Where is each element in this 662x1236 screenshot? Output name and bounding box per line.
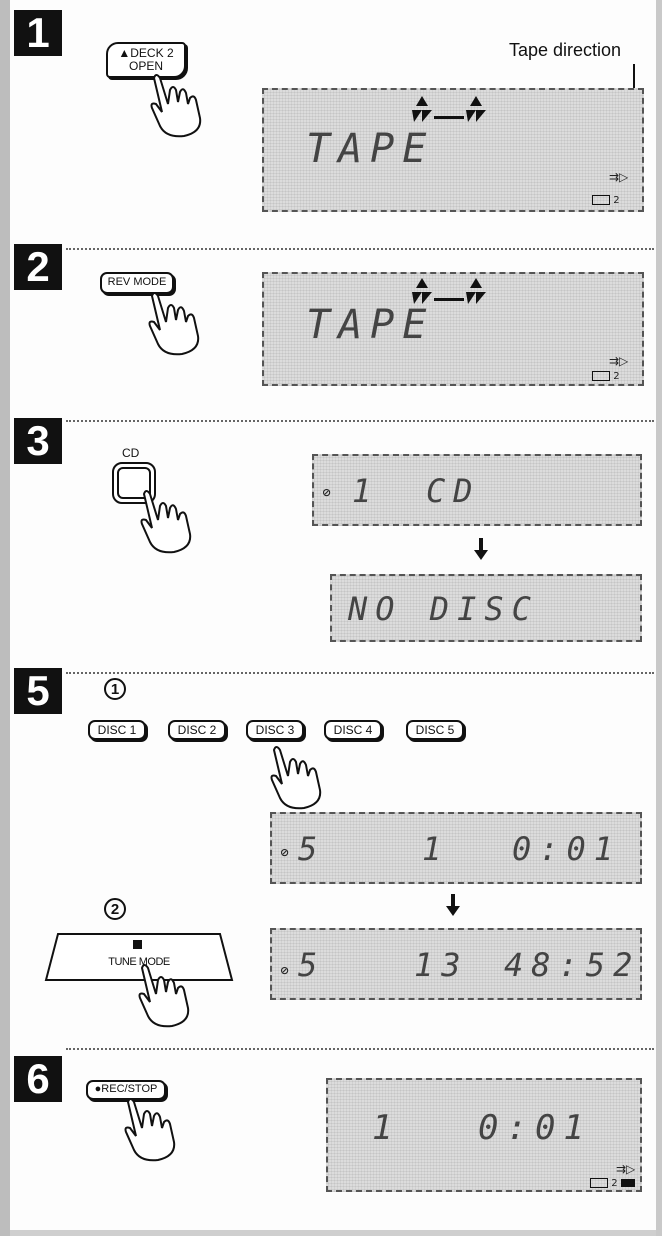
pressing-hand-icon bbox=[148, 292, 200, 356]
cassette-icon bbox=[592, 371, 610, 381]
display-step5-before: ⊘ 5 1 0:01 bbox=[270, 812, 642, 884]
deck2-open-label-line1: ▲DECK 2 bbox=[118, 47, 173, 60]
step-number-3: 3 bbox=[14, 418, 62, 464]
divider-1 bbox=[66, 248, 654, 250]
deck-number: 2 bbox=[613, 195, 620, 206]
deck-indicator: 2 bbox=[592, 195, 620, 206]
display-step5-after-time: 48:52 bbox=[504, 946, 641, 984]
step-number-5: 5 bbox=[14, 668, 62, 714]
disc-2-button[interactable]: DISC 2 bbox=[168, 720, 226, 740]
display-step3-cd: ⊘ 1 CD bbox=[312, 454, 642, 526]
display-step5-after-disc-number: 5 bbox=[298, 946, 326, 984]
substep-1-marker: 1 bbox=[104, 678, 126, 700]
divider-3 bbox=[66, 672, 654, 674]
rec-indicator-icon bbox=[620, 1179, 635, 1187]
direction-forward-indicator: ⇉▷ bbox=[616, 1162, 636, 1176]
tape-reels-icon bbox=[412, 96, 486, 122]
disc-4-button[interactable]: DISC 4 bbox=[324, 720, 382, 740]
eject-icon: ▲ bbox=[118, 46, 131, 61]
disc-icon: ⊘ bbox=[322, 486, 332, 499]
display-step6: 1 0:01 ⇉▷ 2 bbox=[326, 1078, 642, 1192]
cd-button[interactable] bbox=[112, 462, 156, 504]
tape-reels-icon bbox=[412, 278, 486, 304]
down-arrow-shaft bbox=[451, 894, 455, 908]
rev-mode-button[interactable]: REV MODE bbox=[100, 272, 174, 294]
disc-icon: ⊘ bbox=[280, 846, 290, 859]
deck2-open-button[interactable]: ▲DECK 2 OPEN bbox=[106, 42, 186, 78]
rec-stop-button[interactable]: ●REC/STOP bbox=[86, 1080, 166, 1100]
substep-2-marker: 2 bbox=[104, 898, 126, 920]
display-step3-nodisc-text: NO DISC bbox=[348, 590, 539, 628]
direction-forward-indicator: ⇉▷ bbox=[609, 170, 629, 184]
cd-button-label: CD bbox=[122, 446, 140, 460]
down-arrow-shaft bbox=[479, 538, 483, 552]
deck-indicator: 2 bbox=[592, 371, 620, 382]
display-step5-after-track: 13 bbox=[414, 946, 469, 984]
display-step5-after: ⊘ 5 13 48:52 bbox=[270, 928, 642, 1000]
display-step5-track: 1 bbox=[422, 830, 450, 868]
display-step1: TAPE ⇉▷ 2 bbox=[262, 88, 644, 212]
cassette-icon bbox=[592, 195, 610, 205]
pressing-hand-icon bbox=[270, 746, 322, 810]
down-arrow-icon bbox=[446, 906, 460, 916]
deck-number: 2 bbox=[613, 371, 620, 382]
display-step6-track: 1 bbox=[372, 1108, 401, 1148]
down-arrow-icon bbox=[474, 550, 488, 560]
deck2-label: DECK 2 bbox=[130, 46, 174, 61]
cd-button-inner bbox=[117, 467, 151, 499]
deck-number: 2 bbox=[611, 1178, 618, 1189]
cassette-icon bbox=[590, 1178, 608, 1188]
display-step5-disc-number: 5 bbox=[298, 830, 326, 868]
tune-mode-button[interactable] bbox=[44, 930, 234, 984]
step-number-1: 1 bbox=[14, 10, 62, 56]
display-step6-time: 0:01 bbox=[478, 1108, 592, 1148]
step-number-2: 2 bbox=[14, 244, 62, 290]
display-step2: TAPE ⇉▷ 2 bbox=[262, 272, 644, 386]
direction-forward-indicator: ⇉▷ bbox=[609, 354, 629, 368]
display-step2-text: TAPE bbox=[306, 302, 435, 348]
display-step5-time: 0:01 bbox=[512, 830, 622, 868]
divider-4 bbox=[66, 1048, 654, 1050]
pressing-hand-icon bbox=[140, 490, 192, 554]
pressing-hand-icon bbox=[150, 74, 202, 138]
deck2-open-label-line2: OPEN bbox=[128, 59, 163, 73]
step-number-6: 6 bbox=[14, 1056, 62, 1102]
divider-2 bbox=[66, 420, 654, 422]
tape-direction-label: Tape direction bbox=[509, 40, 622, 60]
disc-3-button[interactable]: DISC 3 bbox=[246, 720, 304, 740]
disc-icon: ⊘ bbox=[280, 964, 290, 977]
display-step3-disc-number: 1 bbox=[352, 472, 380, 510]
tune-mode-label: TUNE MODE bbox=[108, 956, 170, 968]
disc-1-button[interactable]: DISC 1 bbox=[88, 720, 146, 740]
display-step3-nodisc: NO DISC bbox=[330, 574, 642, 642]
disc-5-button[interactable]: DISC 5 bbox=[406, 720, 464, 740]
display-step1-text: TAPE bbox=[306, 126, 435, 172]
pressing-hand-icon bbox=[124, 1098, 176, 1162]
pressing-hand-icon bbox=[138, 964, 190, 1028]
display-step3-cd-text: CD bbox=[426, 472, 481, 510]
deck-indicator: 2 bbox=[590, 1178, 635, 1189]
